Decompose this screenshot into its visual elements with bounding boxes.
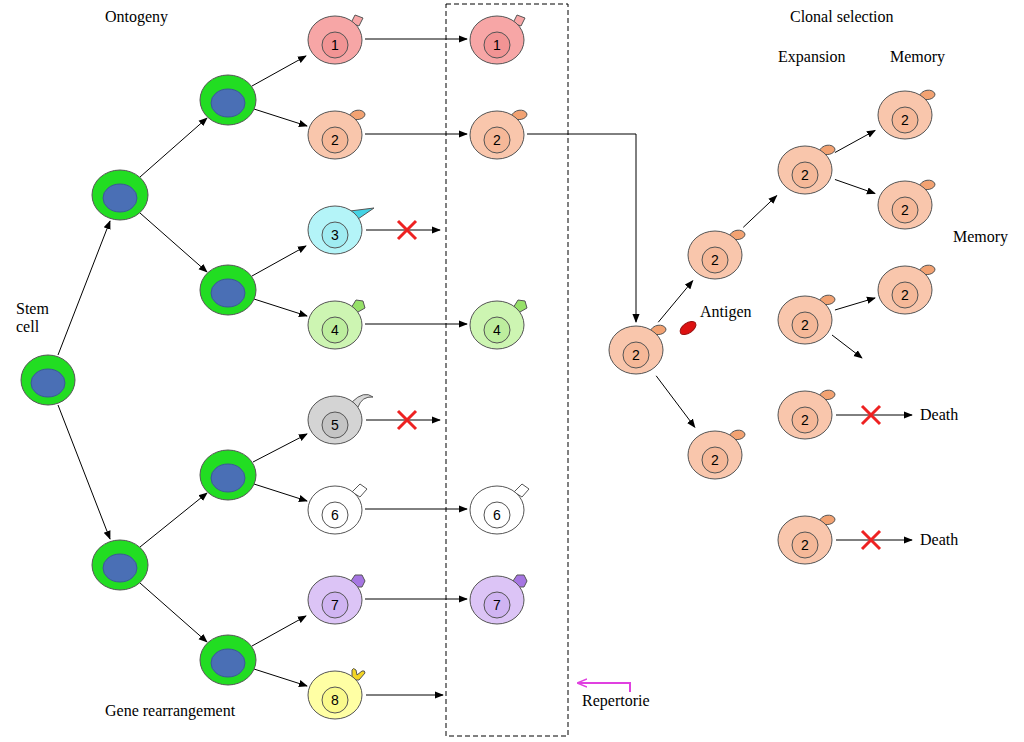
cell-number: 3 [306,226,364,244]
arrow-connector [527,134,636,322]
cell-number: 8 [306,691,364,709]
cell-number: 7 [468,596,526,614]
cell-number: 2 [776,411,834,429]
cell-number: 4 [468,321,526,339]
antigen-shape [678,319,698,338]
lymphocyte-cell: 7 [468,573,526,625]
diagram-label: Memory [890,48,945,66]
cell-number: 2 [306,131,364,149]
lymphocyte-cell: 2 [876,263,934,315]
lymphocyte-cell: 6 [306,483,364,535]
arrow-connector [743,196,776,228]
lymphocyte-cell: 1 [306,13,364,65]
arrow-connector [365,599,467,600]
cell-number: 1 [306,36,364,54]
arrow-connector [365,509,467,510]
precursor-cells [21,75,256,685]
diagram-label: Expansion [778,48,846,66]
lymphocyte-cell: 4 [306,298,364,350]
lymphocyte-cell: 7 [306,573,364,625]
lymphocyte-cell: 4 [468,298,526,350]
lymphocyte-cell: 2 [776,293,834,345]
cell-number: 2 [686,251,744,269]
lymphocyte-cell: 6 [468,483,526,535]
lymphocyte-cell: 5 [306,393,364,445]
lymphocyte-cell: 2 [686,428,744,480]
lymphocyte-cell: 2 [686,228,744,280]
arrow-connector [658,281,692,322]
cell-number: 5 [306,416,364,434]
diagram-label: Ontogeny [105,8,168,26]
lymphocyte-cell: 2 [776,513,834,565]
diagram-label: Repertorie [582,692,650,710]
cell-number: 6 [468,506,526,524]
diagram-label: Gene rearrangement [105,702,235,720]
lymphocyte-cell: 2 [607,323,665,375]
lymphocyte-cell: 2 [468,108,526,160]
diagram-label: Death [920,531,958,549]
arrow-connector [835,179,875,193]
cell-number: 2 [468,131,526,149]
lymphocyte-cell: 2 [876,88,934,140]
repertoire-box [446,4,568,736]
lymphocyte-cell: 1 [468,13,526,65]
arrow-connector [365,39,467,40]
cell-number: 7 [306,596,364,614]
arrow-connector [656,376,695,427]
rejection-cross [398,221,880,549]
diagram-label: Stem cell [16,300,58,336]
diagram-label: Clonal selection [790,8,894,26]
cell-number: 2 [776,166,834,184]
lymphocyte-cell: 8 [306,668,364,720]
cell-number: 2 [876,201,934,219]
cell-number: 1 [468,36,526,54]
lymphocyte-cell: 3 [306,203,364,255]
lymphocyte-cell: 2 [306,108,364,160]
arrow-connector [835,130,875,152]
cell-number: 2 [686,451,744,469]
cell-number: 2 [876,286,934,304]
cell-number: 6 [306,506,364,524]
diagram-label: Memory [953,228,1008,246]
lymphocyte-cell: 2 [876,178,934,230]
pointer-arrow [578,683,630,692]
cell-number: 2 [607,346,665,364]
diagram-label: Death [920,406,958,424]
arrow-connector [835,298,875,310]
arrow-connector [365,134,467,135]
lineage-arrows [58,56,912,695]
cell-number: 2 [776,536,834,554]
arrow-connector [365,324,467,325]
cell-number: 2 [876,111,934,129]
cell-number: 2 [776,316,834,334]
diagram-label: Antigen [700,303,752,321]
lymphocyte-cell: 2 [776,388,834,440]
cell-number: 4 [306,321,364,339]
lymphocyte-cell: 2 [776,143,834,195]
